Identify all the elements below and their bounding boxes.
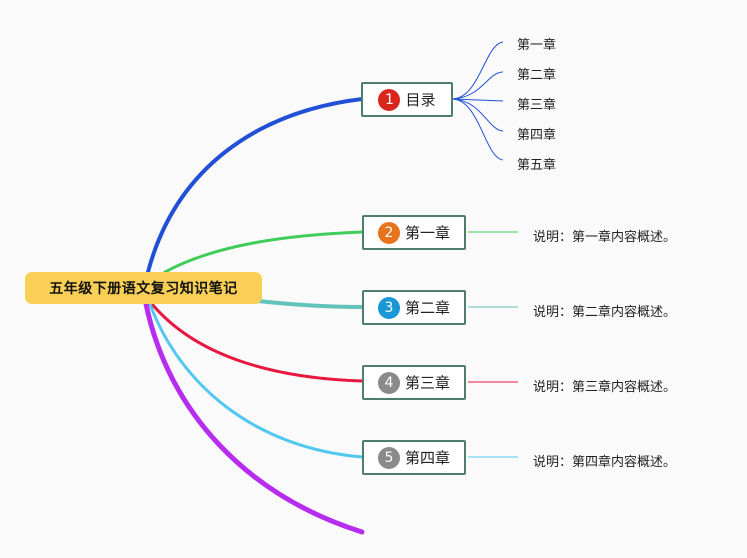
connector-ch4 (148, 302, 364, 459)
connector-ch3 (150, 302, 364, 383)
branch-chapter-2[interactable]: 3 第二章 (362, 290, 466, 325)
branch-toc[interactable]: 1 目录 (361, 82, 453, 117)
branch-chapter-4-label: 第四章 (404, 449, 450, 467)
number-badge-5: 5 (377, 446, 400, 469)
connector-extra (143, 301, 365, 535)
branch-chapter-1-label: 第一章 (404, 224, 450, 242)
toc-connector-5 (452, 98, 504, 161)
note-chapter-1[interactable]: 说明：第一章内容概述。 (533, 230, 677, 245)
branch-chapter-3[interactable]: 4 第三章 (362, 365, 466, 400)
branch-chapter-2-label: 第二章 (404, 299, 450, 317)
note-chapter-3[interactable]: 说明：第三章内容概述。 (533, 380, 677, 395)
number-badge-3: 3 (377, 296, 400, 319)
toc-connector-2 (452, 71, 504, 100)
branch-toc-label: 目录 (405, 91, 436, 109)
toc-item-3[interactable]: 第三章 (517, 98, 557, 113)
note-chapter-2[interactable]: 说明：第二章内容概述。 (533, 305, 677, 320)
number-badge-1: 1 (378, 88, 401, 111)
number-badge-4: 4 (377, 371, 400, 394)
toc-connector-1 (452, 41, 504, 100)
toc-item-1[interactable]: 第一章 (517, 38, 557, 53)
number-badge-2: 2 (377, 221, 400, 244)
connector-toc (146, 97, 364, 274)
branch-chapter-4[interactable]: 5 第四章 (362, 440, 466, 475)
toc-item-4[interactable]: 第四章 (517, 128, 557, 143)
root-topic[interactable]: 五年级下册语文复习知识笔记 (25, 272, 262, 304)
toc-item-2[interactable]: 第二章 (517, 68, 557, 83)
note-chapter-4[interactable]: 说明：第四章内容概述。 (533, 455, 677, 470)
connector-ch2 (256, 299, 364, 309)
branch-chapter-1[interactable]: 2 第一章 (362, 215, 466, 250)
connector-ch1 (163, 230, 364, 274)
toc-connector-3 (452, 98, 504, 102)
toc-connector-4 (452, 98, 504, 132)
branch-chapter-3-label: 第三章 (404, 374, 450, 392)
toc-item-5[interactable]: 第五章 (517, 158, 557, 173)
